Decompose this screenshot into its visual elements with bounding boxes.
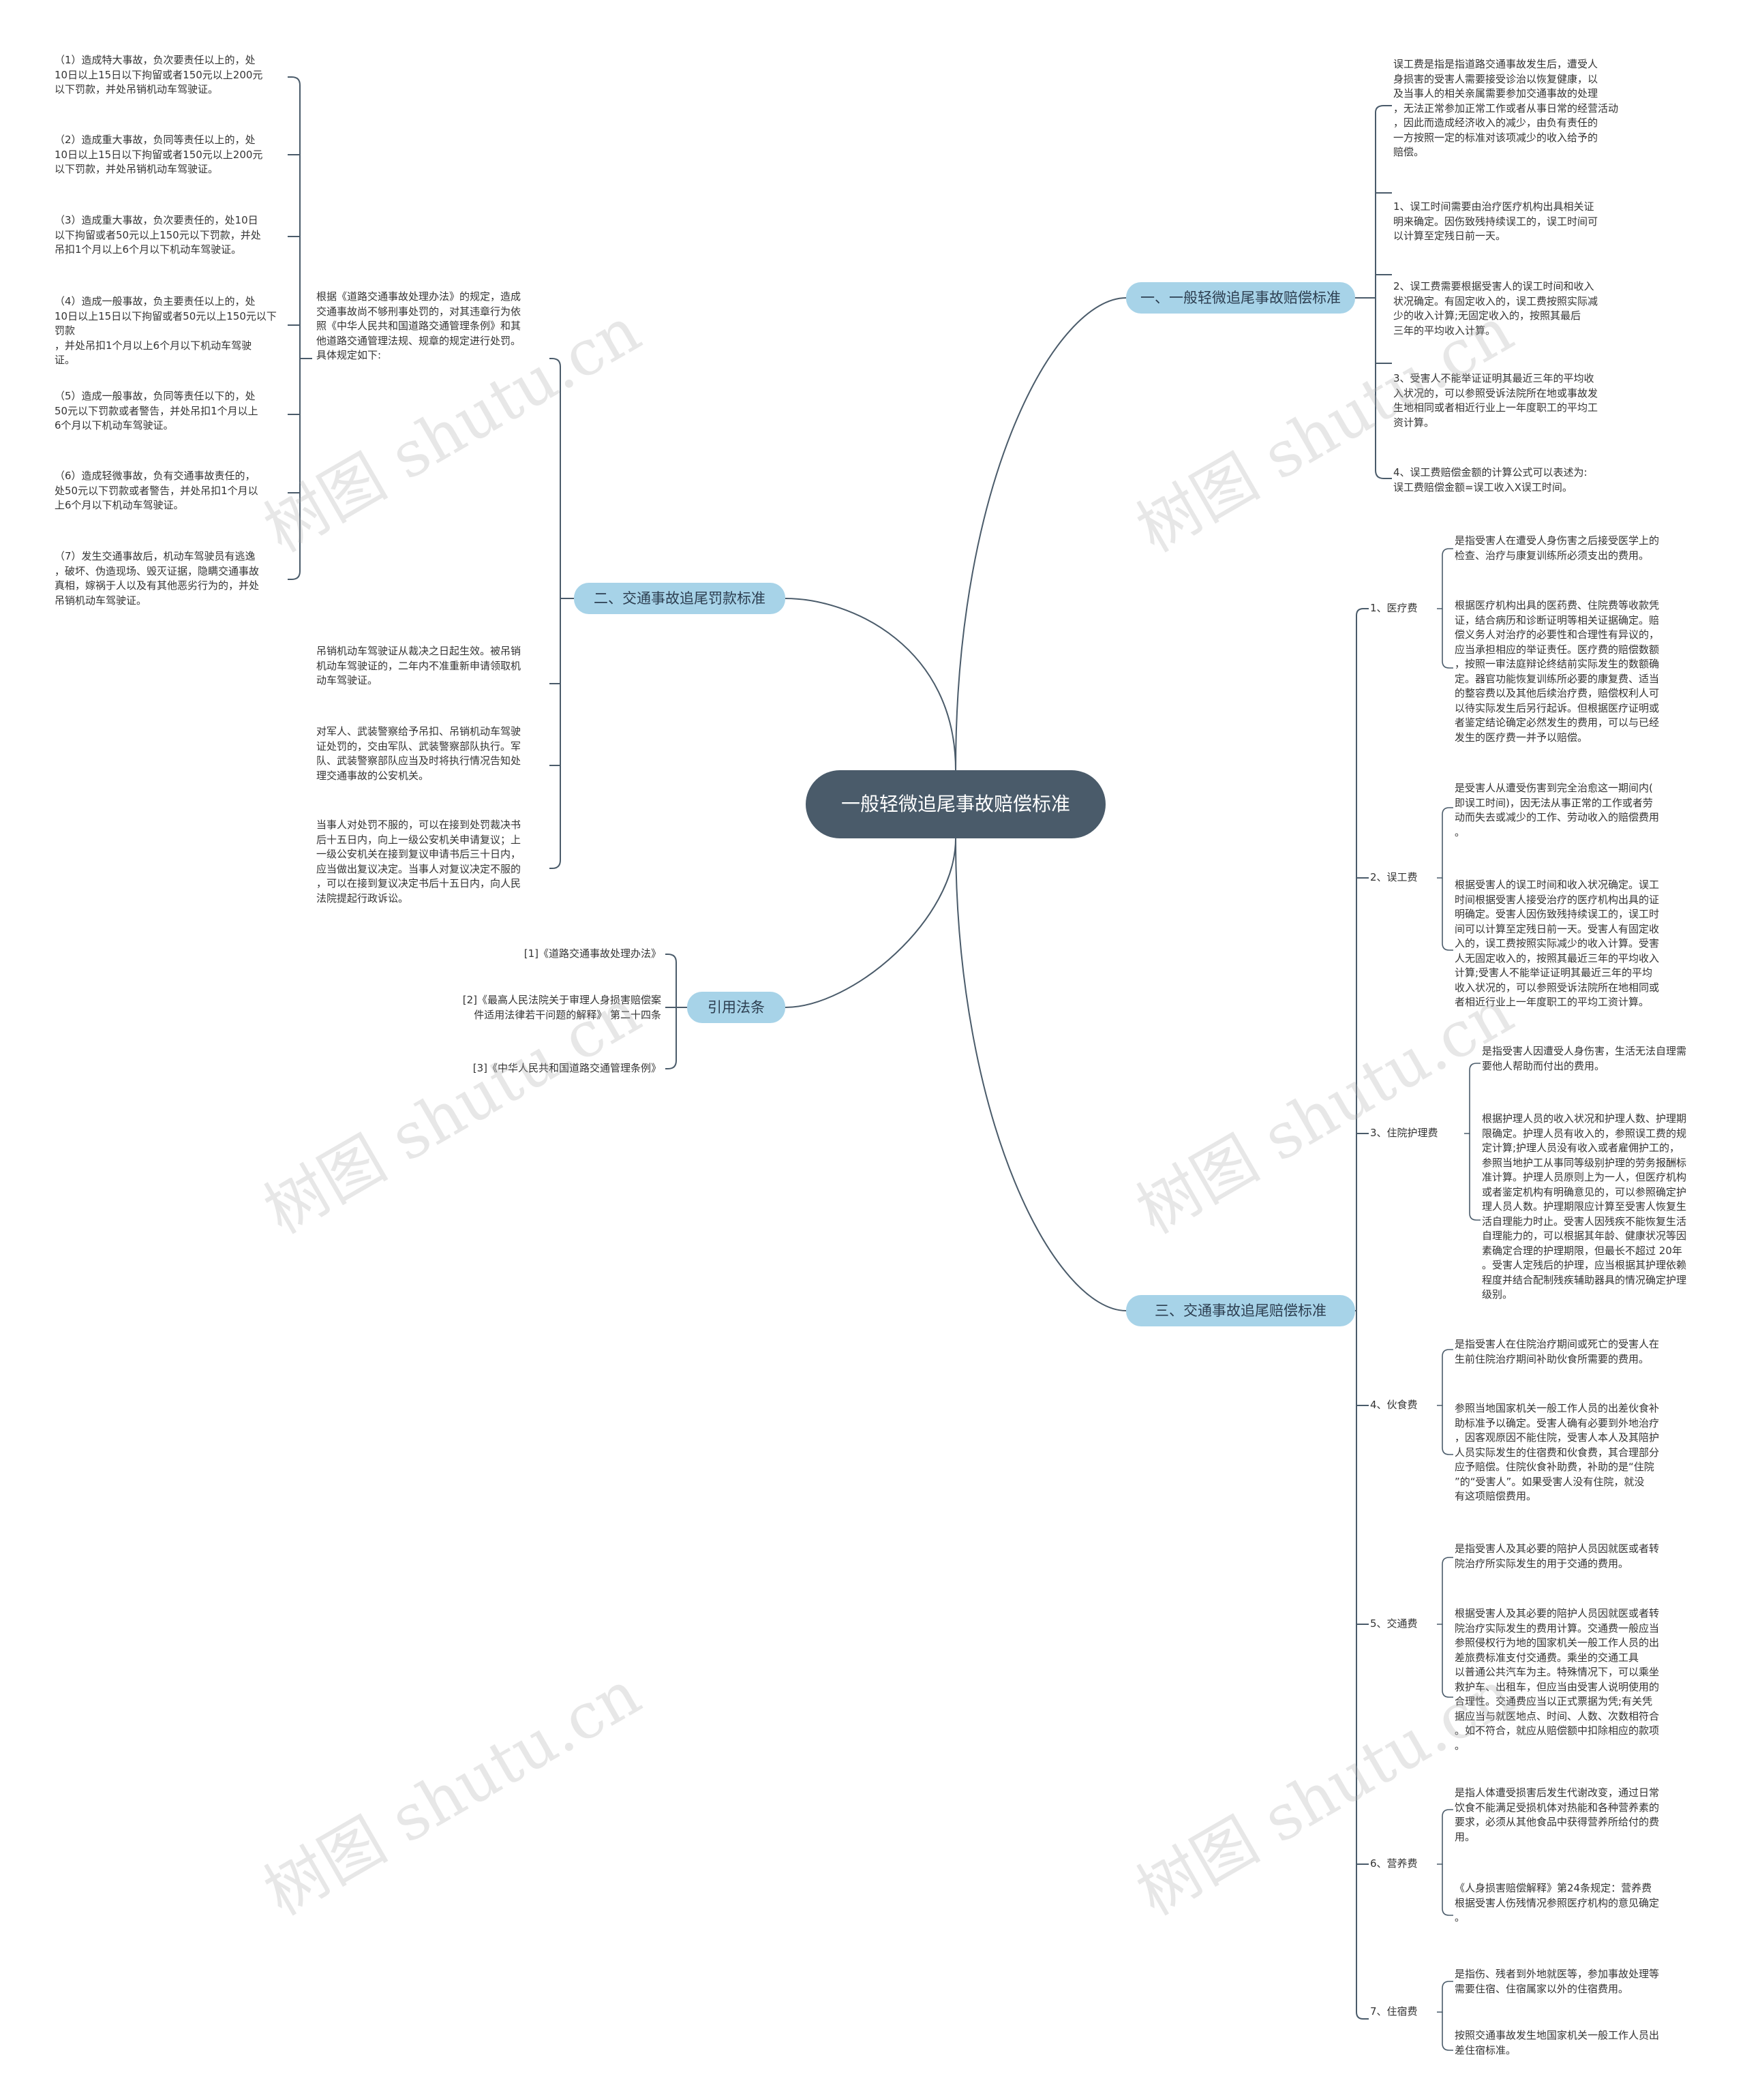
fine-license-revocation: 吊销机动车驾驶证从裁决之日起生效。被吊销 机动车驾驶证的，二年内不准重新申请领取… — [316, 645, 521, 686]
branch-cited-laws[interactable]: 引用法条 — [687, 992, 785, 1023]
medical-fee-rule: 根据医疗机构出具的医药费、住院费等收款凭 证，结合病历和诊断证明等相关证据确定。… — [1455, 599, 1660, 744]
branch-misc-work-compensation[interactable]: 一、一般轻微追尾事故赔偿标准 — [1126, 282, 1355, 314]
branch-fine-standards[interactable]: 二、交通事故追尾罚款标准 — [574, 583, 785, 614]
fine-appeal: 当事人对处罚不服的，可以在接到处罚裁决书 后十五日内，向上一级公安机关申请复议；… — [316, 819, 521, 904]
fine-item-2: （2）造成重大事故，负同等责任以上的，处 10日以上15日以下拘留或者150元以… — [55, 134, 263, 175]
leaf-lost-wages-rule-2: 2、误工费需要根据受害人的误工时间和收入 状况确定。有固定收入的，误工费按照实际… — [1393, 280, 1598, 337]
branch-label: 一、一般轻微追尾事故赔偿标准 — [1140, 290, 1341, 306]
food-fee-definition: 是指受害人在住院治疗期间或死亡的受害人在 生前住院治疗期间补助伙食所需要的费用。 — [1455, 1338, 1660, 1365]
leaf-lost-wages-definition: 误工费是指是指道路交通事故发生后，遭受人 身损害的受害人需要接受诊治以恢复健康，… — [1393, 58, 1619, 158]
nursing-fee-definition: 是指受害人因遭受人身伤害，生活无法自理需 要他人帮助而付出的费用。 — [1482, 1045, 1687, 1072]
group-nutrition-fee[interactable]: 6、营养费 — [1370, 1857, 1418, 1870]
nursing-fee-rule: 根据护理人员的收入状况和护理人数、护理期 限确定。护理人员有收入的，参照误工费的… — [1482, 1112, 1687, 1300]
leaf-lost-wages-rule-3: 3、受害人不能举证证明其最近三年的平均收 入状况的，可以参照受诉法院所在地或事故… — [1393, 372, 1598, 429]
group-medical-fee[interactable]: 1、医疗费 — [1370, 602, 1418, 614]
medical-fee-definition: 是指受害人在遭受人身伤害之后接受医学上的 检查、治疗与康复训练所必须支出的费用。 — [1455, 534, 1660, 562]
transport-fee-definition: 是指受害人及其必要的陪护人员因就医或者转 院治疗所实际发生的用于交通的费用。 — [1455, 1542, 1660, 1570]
nutrition-fee-rule: 《人身损害赔偿解释》第24条规定：营养费 根据受害人伤残情况参照医疗机构的意见确… — [1455, 1882, 1660, 1923]
fine-item-7: （7）发生交通事故后，机动车驾驶员有逃逸 ，破坏、伪造现场、毁灭证据，隐瞒交通事… — [55, 550, 260, 607]
cited-law-3: [3]《中华人民共和国道路交通管理条例》 — [472, 1062, 661, 1074]
fine-item-6: （6）造成轻微事故，负有交通事故责任的， 处50元以下罚款或者警告，并处吊扣1个… — [55, 470, 258, 511]
food-fee-rule: 参照当地国家机关一般工作人员的出差伙食补 助标准予以确定。受害人确有必要到外地治… — [1455, 1402, 1660, 1502]
lodging-fee-definition: 是指伤、残者到外地就医等，参加事故处理等 需要住宿、住宿属家以外的住宿费用。 — [1455, 1968, 1660, 1995]
transport-fee-rule: 根据受害人及其必要的陪护人员因就医或者转 院治疗实际发生的费用计算。交通费一般应… — [1455, 1607, 1660, 1752]
branch-label: 二、交通事故追尾罚款标准 — [594, 590, 765, 607]
branch-label: 三、交通事故追尾赔偿标准 — [1155, 1303, 1326, 1319]
branch-compensation-standards[interactable]: 三、交通事故追尾赔偿标准 — [1126, 1295, 1355, 1326]
nutrition-fee-definition: 是指人体遭受损害后发生代谢改变，通过日常 饮食不能满足受损机体对热能和各种营养素… — [1455, 1786, 1660, 1843]
lodging-fee-rule: 按照交通事故发生地国家机关一般工作人员出 差住宿标准。 — [1455, 2029, 1660, 2056]
leaf-lost-wages-rule-4: 4、误工费赔偿金额的计算公式可以表述为: 误工费赔偿金额=误工收入X误工时间。 — [1393, 466, 1588, 493]
fine-item-1: （1）造成特大事故，负次要责任以上的，处 10日以上15日以下拘留或者150元以… — [55, 54, 263, 95]
cited-law-2: [2]《最高人民法院关于审理人身损害赔偿案 件适用法律若干问题的解释》 第二十四… — [462, 994, 661, 1021]
root-title: 一般轻微追尾事故赔偿标准 — [840, 793, 1070, 815]
cited-law-1: [1]《道路交通事故处理办法》 — [524, 947, 661, 960]
root-node[interactable]: 一般轻微追尾事故赔偿标准 — [806, 770, 1106, 838]
group-food-fee[interactable]: 4、伙食费 — [1370, 1399, 1418, 1411]
lost-wages-definition: 是受害人从遭受伤害到完全治愈这一期间内( 即误工时间)，因无法从事正常的工作或者… — [1455, 782, 1660, 838]
group-nursing-fee[interactable]: 3、住院护理费 — [1370, 1127, 1438, 1139]
fine-item-4: （4）造成一般事故，负主要责任以上的，处 10日以上15日以下拘留或者50元以上… — [55, 295, 277, 366]
leaf-lost-wages-rule-1: 1、误工时间需要由治疗医疗机构出具相关证 明来确定。因伤致残持续误工的，误工时间… — [1393, 200, 1598, 242]
group-lodging-fee[interactable]: 7、住宿费 — [1370, 2005, 1418, 2018]
lost-wages-rule: 根据受害人的误工时间和收入状况确定。误工 时间根据受害人接受治疗的医疗机构出具的… — [1455, 879, 1660, 1008]
fine-item-3: （3）造成重大事故，负次要责任的，处10日 以下拘留或者50元以上150元以下罚… — [55, 214, 261, 256]
branch-label: 引用法条 — [708, 999, 765, 1016]
fine-legal-basis: 根据《道路交通事故处理办法》的规定，造成 交通事故尚不够刑事处罚的，对其违章行为… — [316, 290, 521, 361]
group-transport-fee[interactable]: 5、交通费 — [1370, 1617, 1418, 1630]
fine-military-execution: 对军人、武装警察给予吊扣、吊销机动车驾驶 证处罚的，交由军队、武装警察部队执行。… — [316, 725, 521, 782]
group-lost-wages[interactable]: 2、误工费 — [1370, 871, 1418, 883]
fine-item-5: （5）造成一般事故，负同等责任以下的，处 50元以下罚款或者警告，并处吊扣1个月… — [55, 390, 258, 431]
